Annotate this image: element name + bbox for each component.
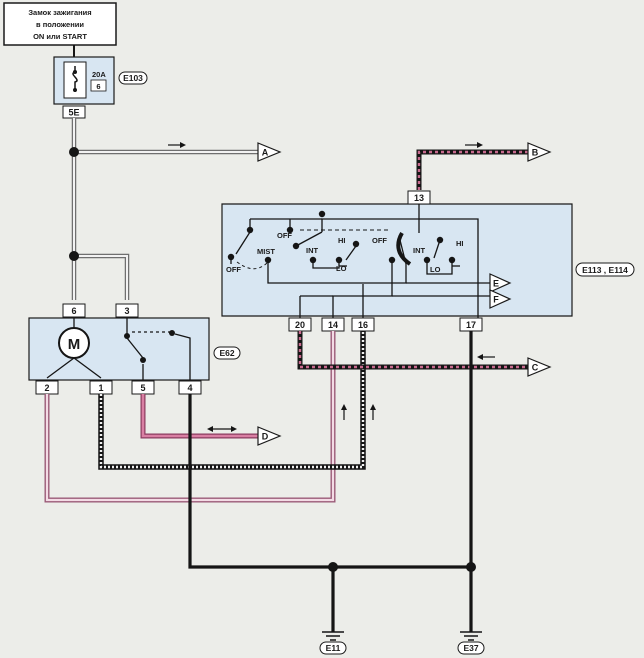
wire-to-b: [416, 149, 530, 190]
motor-pin-2: 2: [35, 380, 59, 395]
svg-text:5E: 5E: [68, 108, 79, 118]
svg-text:E37: E37: [463, 643, 478, 653]
svg-text:B: B: [532, 148, 539, 158]
junction-dot: [328, 562, 338, 572]
connector-e103: E103: [118, 71, 148, 85]
label-off-mid: OFF: [277, 231, 292, 240]
arrow-d: D: [257, 426, 282, 446]
svg-text:17: 17: [466, 320, 476, 330]
motor-icon: [58, 327, 90, 359]
switch-pin-16: 16: [351, 317, 375, 332]
ignition-line-3: ON или START: [33, 32, 87, 41]
label-int-left: INT: [306, 246, 319, 255]
mist-link: [236, 261, 269, 270]
flow-arrow-icon: [477, 354, 483, 360]
svg-text:1: 1: [98, 383, 103, 393]
arrow-f: F: [489, 289, 512, 309]
ground-icon: [322, 631, 344, 641]
junction-dot: [69, 251, 79, 261]
fuse-number: 6: [96, 82, 100, 91]
switch-contacts: [227, 210, 456, 264]
switch-pin-13: 13: [407, 190, 431, 205]
motor-pin-6: 6: [62, 303, 86, 318]
switch-lever: [396, 231, 412, 266]
label-int-right: INT: [413, 246, 426, 255]
junction-dot: [466, 562, 476, 572]
ground-e37: E37: [457, 631, 485, 655]
label-lo-left: LO: [336, 264, 347, 273]
fuse-pin: 5E: [62, 105, 86, 119]
svg-text:C: C: [532, 363, 539, 373]
connector-e62: E62: [213, 346, 241, 360]
ignition-line-2: в положении: [36, 20, 84, 29]
svg-text:E: E: [493, 279, 499, 289]
motor-pin-5: 5: [131, 380, 155, 395]
arrow-a: A: [257, 142, 282, 162]
svg-text:16: 16: [358, 320, 368, 330]
label-hi-right: HI: [456, 239, 464, 248]
junction-dot: [69, 147, 79, 157]
ignition-switch-box: Замок зажигания в положении ON или START: [3, 2, 117, 46]
svg-text:E11: E11: [326, 643, 341, 653]
label-off-left: OFF: [226, 265, 241, 274]
switch-internal-wiring: [230, 204, 490, 318]
wire-pin20-to-c: [297, 331, 528, 370]
motor-internal: [46, 318, 191, 380]
label-mist: MIST: [257, 247, 275, 256]
combination-switch-box: [221, 203, 573, 317]
ignition-line-1: Замок зажигания: [28, 8, 91, 17]
svg-text:5: 5: [140, 383, 145, 393]
motor-pin-3: 3: [115, 303, 139, 318]
ground-e11: E11: [319, 631, 347, 655]
up-arrow-icon: [370, 404, 376, 420]
fuse-box: 20A 6: [53, 56, 115, 105]
svg-text:13: 13: [414, 193, 424, 203]
motor-symbol: M: [68, 336, 81, 353]
connector-e113-e114: E113 , E114: [575, 262, 635, 277]
label-hi-left: HI: [338, 236, 346, 245]
svg-text:20: 20: [295, 320, 305, 330]
flow-arrow-icon: [180, 142, 186, 148]
bidirectional-arrow-icon: [207, 426, 237, 432]
arrow-b: B: [527, 142, 552, 162]
wire-pin5-to-d: [140, 394, 258, 439]
arrow-e: E: [489, 273, 512, 293]
up-arrow-icon: [341, 404, 347, 420]
switch-pin-20: 20: [288, 317, 312, 332]
flow-arrow-icon: [477, 142, 483, 148]
fuse-rating: 20A: [92, 70, 106, 79]
svg-text:3: 3: [124, 306, 129, 316]
ground-icon: [460, 631, 482, 641]
svg-text:E62: E62: [219, 348, 234, 358]
svg-text:A: A: [262, 148, 269, 158]
svg-text:E113 , E114: E113 , E114: [582, 265, 628, 275]
svg-text:D: D: [262, 432, 269, 442]
ground-wires: [188, 331, 473, 632]
svg-text:2: 2: [44, 383, 49, 393]
motor-pin-1: 1: [89, 380, 113, 395]
svg-text:E103: E103: [123, 73, 143, 83]
svg-text:14: 14: [328, 320, 338, 330]
label-off-right: OFF: [372, 236, 387, 245]
svg-text:F: F: [493, 295, 499, 305]
svg-text:4: 4: [187, 383, 192, 393]
svg-text:6: 6: [71, 306, 76, 316]
arrow-c: C: [527, 357, 552, 377]
switch-pin-14: 14: [321, 317, 345, 332]
motor-contacts: [124, 330, 175, 363]
switch-pin-17: 17: [459, 317, 483, 332]
wire-pin1-to-pin16: [98, 331, 366, 470]
motor-pin-4: 4: [178, 380, 202, 395]
label-lo-right: LO: [430, 265, 441, 274]
